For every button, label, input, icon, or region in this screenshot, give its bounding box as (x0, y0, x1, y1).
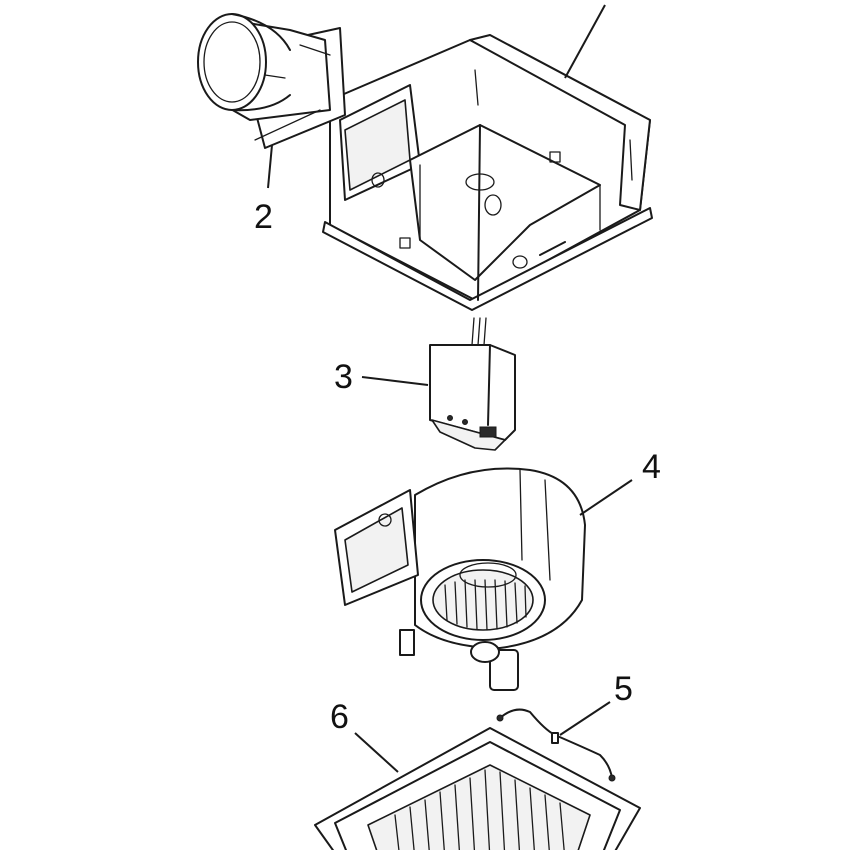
callout-3-leader (361, 376, 429, 386)
blower-assembly-part (334, 467, 586, 691)
callout-1-leader (564, 4, 606, 79)
callout-6-label: 6 (330, 698, 349, 736)
grille-part (314, 727, 641, 850)
wiring-harness-part (496, 708, 616, 782)
callout-5-leader (559, 701, 611, 736)
callout-2-label: 2 (254, 198, 273, 236)
callout-2-leader (267, 144, 273, 189)
callout-3-label: 3 (334, 358, 353, 396)
callout-4-leader (579, 479, 633, 516)
callout-1-label: 1 (596, 0, 615, 6)
callout-5-label: 5 (614, 670, 633, 708)
callout-4-label: 4 (642, 448, 661, 486)
motor-plug-part (429, 317, 516, 451)
callout-6-leader (354, 732, 399, 773)
fan-blades (444, 579, 527, 631)
housing-part (322, 34, 653, 311)
grille-louvers (394, 769, 565, 850)
duct-connector-part (197, 13, 346, 149)
